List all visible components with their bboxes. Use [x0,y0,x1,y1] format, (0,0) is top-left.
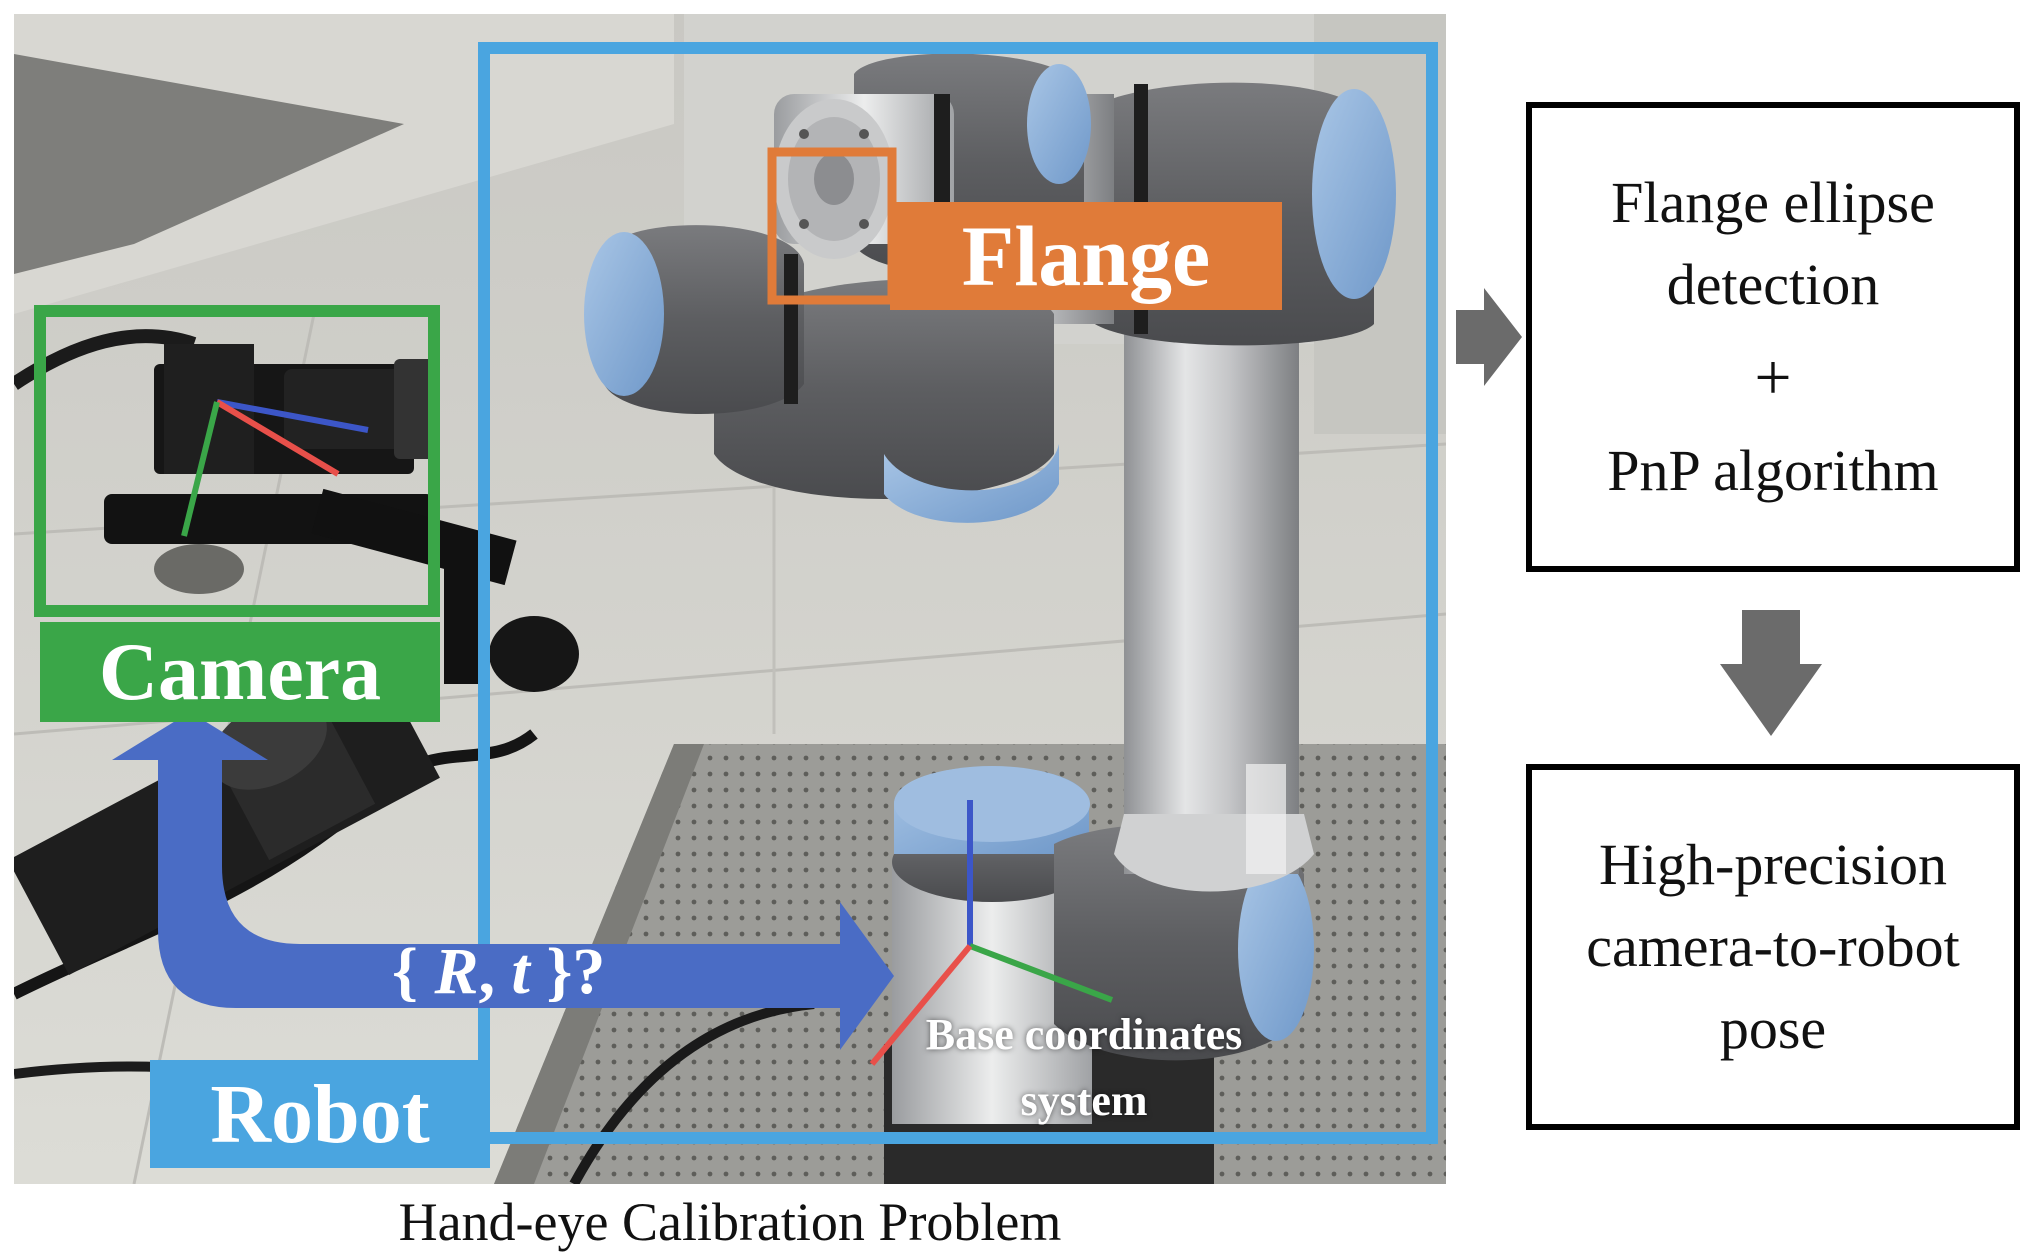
base-axis-x [869,944,973,1066]
camera-label-text: Camera [98,626,382,717]
base-label-line1: Base coordinates [925,1010,1243,1059]
step2-line1: High-precision [1599,832,1947,897]
camera-axis-z [216,399,369,433]
flow-arrow-right [1456,288,1522,386]
base-coordinates-label: Base coordinates system [874,1002,1294,1134]
robot-label-text: Robot [210,1067,430,1161]
robot-label: Robot [150,1060,490,1168]
transform-close: }? [529,935,606,1008]
figure-caption: Hand-eye Calibration Problem [398,1192,1062,1252]
step1-line4: PnP algorithm [1607,438,1939,503]
robot-frame [478,42,1438,1144]
step1-line2: detection [1666,252,1880,317]
step1-line1: Flange ellipse [1611,170,1935,235]
camera-axis-x [215,399,340,477]
transform-open: { [392,935,435,1008]
transform-arrow [112,712,894,1050]
camera-axis-y [181,401,220,537]
transform-t: t [511,935,530,1008]
step2-line3: pose [1719,996,1827,1061]
step2-line2: camera-to-robot [1586,914,1960,979]
step-detection-box: Flange ellipse detection + PnP algorithm [1526,102,2020,572]
base-label-line2: system [1020,1076,1148,1125]
flow-arrow-down [1720,610,1822,736]
flange-label-text: Flange [961,208,1211,304]
base-axis-y [968,943,1114,1003]
flange-frame [767,147,897,305]
flange-label: Flange [890,202,1282,310]
transform-comma: , [478,935,512,1008]
camera-label: Camera [40,622,440,722]
step1-plus: + [1754,341,1792,414]
transform-r: R [434,935,479,1008]
transform-label: { R, t }? [392,934,605,1010]
camera-frame [34,305,440,617]
step-pose-box: High-precision camera-to-robot pose [1526,764,2020,1130]
